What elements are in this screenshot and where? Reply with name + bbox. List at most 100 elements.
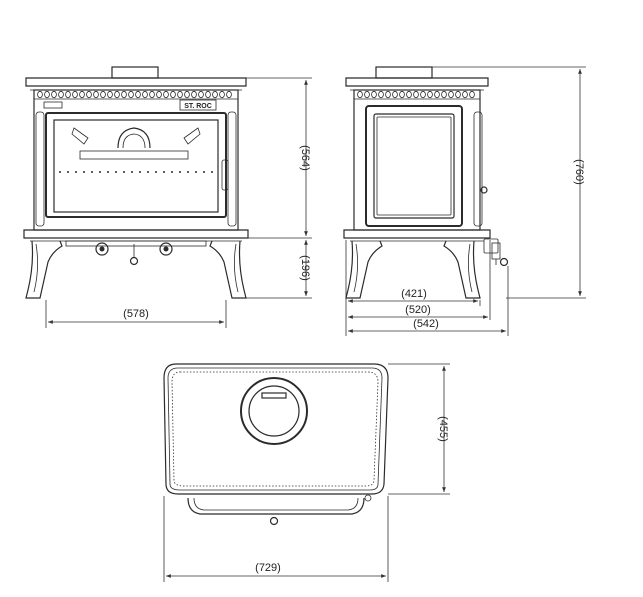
side-panel-inner: [373, 113, 455, 219]
front-view: ST. ROC: [23, 66, 249, 299]
frieze-scallop: [37, 90, 43, 99]
door-rivet: [147, 171, 149, 173]
top-flue-ring: [240, 377, 308, 445]
front-door-frame: [45, 112, 227, 218]
dim-side-leg-span: (421): [401, 288, 427, 300]
door-rivet: [99, 171, 101, 173]
frieze-scallop: [378, 90, 384, 99]
front-top-plate: [25, 77, 247, 87]
frieze-scallop: [219, 90, 225, 99]
frieze-scallop: [392, 90, 398, 99]
door-rivet: [75, 171, 77, 173]
frieze-scallop: [58, 90, 64, 99]
side-panel-outer: [365, 105, 463, 227]
frieze-scallop: [170, 90, 176, 99]
dim-top-depth: (455): [437, 416, 449, 442]
frieze-scallop: [364, 90, 370, 99]
frieze-scallop: [469, 90, 475, 99]
top-door-knob: [269, 516, 279, 526]
front-brand-text: ST. ROC: [184, 103, 212, 110]
front-left-leg: [25, 240, 63, 299]
door-rivet: [123, 171, 125, 173]
side-right-leg: [443, 240, 481, 299]
door-rivet: [163, 171, 165, 173]
door-rivet: [131, 171, 133, 173]
side-dimensions: (760) (421) (520) (542): [345, 66, 586, 336]
frieze-scallop: [142, 90, 148, 99]
frieze-scallop: [44, 90, 50, 99]
frieze-scallop: [156, 90, 162, 99]
door-rivet: [91, 171, 93, 173]
front-top-handle: [117, 127, 151, 149]
frieze-scallop: [163, 90, 169, 99]
frieze-scallop: [226, 90, 232, 99]
door-rivet: [195, 171, 197, 173]
side-ash-knob: [499, 257, 509, 267]
frieze-scallop: [51, 90, 57, 99]
door-rivet: [171, 171, 173, 173]
front-door-glass: [53, 119, 219, 213]
side-view: [343, 66, 509, 299]
frieze-scallop: [205, 90, 211, 99]
frieze-scallop: [107, 90, 113, 99]
door-rivet: [187, 171, 189, 173]
frieze-scallop: [212, 90, 218, 99]
frieze-scallop: [427, 90, 433, 99]
front-right-leg: [209, 240, 247, 299]
frieze-scallop: [114, 90, 120, 99]
frieze-scallop: [100, 90, 106, 99]
dim-front-body-height: (564): [299, 145, 311, 171]
door-rivet: [155, 171, 157, 173]
side-top-plate: [345, 77, 489, 87]
front-left-knob: [95, 242, 109, 256]
top-outer-plate: [163, 363, 389, 495]
top-handle-rail: [187, 497, 365, 515]
top-view: [163, 363, 389, 526]
top-bead-outline: [171, 371, 379, 487]
dim-side-total-depth: (542): [413, 318, 439, 330]
frieze-scallop: [149, 90, 155, 99]
frieze-scallop: [86, 90, 92, 99]
front-brand-plate: [179, 99, 217, 111]
side-door-knob: [480, 186, 488, 194]
door-rivet: [107, 171, 109, 173]
frieze-scallop: [198, 90, 204, 99]
frieze-scallop: [128, 90, 134, 99]
dim-side-total-height: (760): [573, 159, 585, 185]
frieze-scallop: [462, 90, 468, 99]
frieze-scallop: [135, 90, 141, 99]
frieze-scallop: [93, 90, 99, 99]
top-flue-slot: [261, 392, 287, 399]
frieze-scallop: [420, 90, 426, 99]
side-left-leg: [345, 240, 383, 299]
door-rivet: [179, 171, 181, 173]
dim-side-body-depth: (520): [405, 304, 431, 316]
door-rivet: [203, 171, 205, 173]
frieze-scallop: [434, 90, 440, 99]
frieze-scallop: [191, 90, 197, 99]
frieze-scallop: [72, 90, 78, 99]
front-frieze: [37, 90, 232, 99]
frieze-scallop: [413, 90, 419, 99]
dim-front-width: (578): [123, 308, 149, 320]
top-dimensions: (455) (729): [163, 363, 450, 582]
door-rivet: [139, 171, 141, 173]
frieze-scallop: [121, 90, 127, 99]
dim-front-leg-height: (196): [299, 255, 311, 281]
frieze-scallop: [385, 90, 391, 99]
front-flue-collar: [111, 66, 159, 79]
frieze-scallop: [448, 90, 454, 99]
front-body: [33, 89, 239, 231]
door-rivet: [67, 171, 69, 173]
frieze-scallop: [371, 90, 377, 99]
door-rivet: [59, 171, 61, 173]
dim-top-width: (729): [255, 562, 281, 574]
door-rivet: [115, 171, 117, 173]
door-rivet: [211, 171, 213, 173]
frieze-scallop: [455, 90, 461, 99]
frieze-scallop: [65, 90, 71, 99]
front-door-handle: [221, 159, 229, 191]
front-right-knob: [159, 242, 173, 256]
side-plinth: [343, 229, 491, 239]
